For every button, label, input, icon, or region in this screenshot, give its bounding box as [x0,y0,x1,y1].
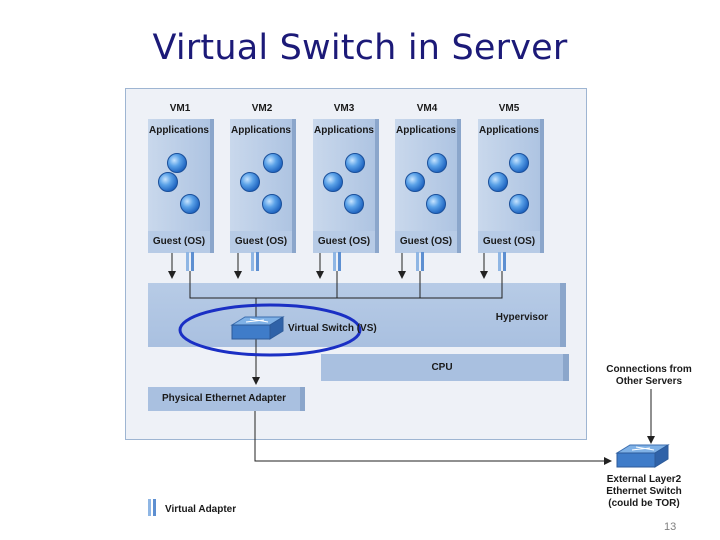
vm3-box: Applications Guest (OS) [313,119,379,253]
vm4-guest-os-label: Guest (OS) [399,236,453,247]
app-icon [427,153,447,173]
app-icon [240,172,260,192]
vm4-guest-os-bar [395,231,457,253]
adapter-to-external-arrow [254,411,612,465]
bus-line-mid [256,271,338,299]
vm2-applications-label: Applications [230,125,291,136]
virtual-adapter-icon [186,252,194,271]
hypervisor-label: Hypervisor [495,312,548,323]
bus-line-left [189,271,256,299]
app-icon [344,194,364,214]
vm4-label: VM4 [416,103,438,114]
vm1-guest-os-bar [148,231,210,253]
slide-title: Virtual Switch in Server [152,28,568,68]
external-switch-icon [615,444,670,468]
legend-virtual-adapter-label: Virtual Adapter [165,504,237,515]
vm1-box: Applications Guest (OS) [148,119,214,253]
virtual-adapter-icon [251,252,259,271]
app-icon [405,172,425,192]
app-icon [426,194,446,214]
app-icon [488,172,508,192]
vm1-guest-os-label: Guest (OS) [152,236,206,247]
vm4-applications-label: Applications [395,125,456,136]
vm5-label: VM5 [498,103,520,114]
connections-line-2: Other Servers [615,376,683,387]
app-icon [345,153,365,173]
app-icon [323,172,343,192]
vm5-box: Applications Guest (OS) [478,119,544,253]
virtual-adapters [186,252,506,271]
vm5-applications-label: Applications [478,125,539,136]
vm1-applications-label: Applications [148,125,209,136]
external-switch-label: External Layer2 Ethernet Switch (could b… [598,474,690,510]
vm2-box: Applications Guest (OS) [230,119,296,253]
vm5-guest-os-bar [478,231,540,253]
app-icon [180,194,200,214]
vm3-guest-os-label: Guest (OS) [317,236,371,247]
external-switch-line-2: Ethernet Switch [606,486,682,497]
app-icon [158,172,178,192]
vm3-applications-label: Applications [313,125,374,136]
app-icon [167,153,187,173]
virtual-adapter-icon [416,252,424,271]
app-icon [262,194,282,214]
bus-line-right [337,271,421,299]
virtual-switch-label: Virtual Switch (VS) [288,323,377,334]
virtual-adapter-icon [498,252,506,271]
app-icon [509,153,529,173]
vm4-box: Applications Guest (OS) [395,119,461,253]
physical-ethernet-adapter-box: Physical Ethernet Adapter [148,387,305,411]
connections-line-1: Connections from [606,364,692,375]
vm5-guest-os-label: Guest (OS) [482,236,536,247]
cpu-label: CPU [431,362,453,373]
app-icon [509,194,529,214]
vm3-label: VM3 [333,103,355,114]
vm2-label: VM2 [251,103,273,114]
cpu-box: CPU [321,354,569,381]
physical-ethernet-adapter-label: Physical Ethernet Adapter [161,393,287,404]
vm1-label: VM1 [169,103,191,114]
app-icon [263,153,283,173]
external-switch-line-3: (could be TOR) [608,498,680,509]
vm3-guest-os-bar [313,231,375,253]
virtual-adapter-icon [333,252,341,271]
highlight-ellipse [178,303,362,357]
connections-from-other-servers-label: Connections from Other Servers [603,364,695,388]
vm2-guest-os-label: Guest (OS) [234,236,288,247]
bus-line-far-right [420,271,503,299]
external-switch-line-1: External Layer2 [606,474,682,485]
virtual-adapter-legend-icon [148,499,156,516]
virtual-switch-icon [230,316,285,340]
vm2-guest-os-bar [230,231,292,253]
page-number: 13 [664,521,677,533]
